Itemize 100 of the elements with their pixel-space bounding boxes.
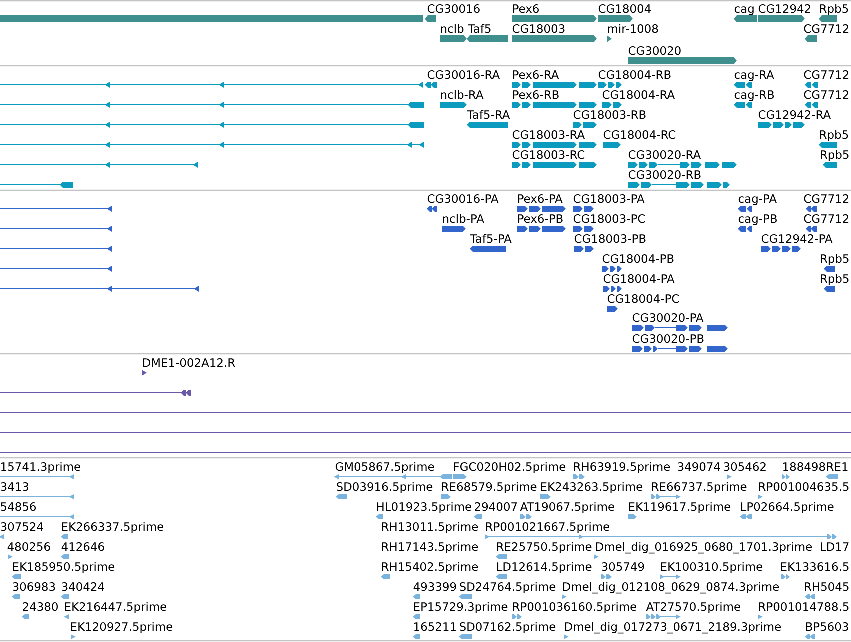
est-label: EK119617.5prime [629,502,731,514]
est-label: EK100310.5prime [661,562,763,574]
est-label: RP001004635.5 [759,482,849,492]
est-label: 305462 [724,462,766,472]
protein-label: nclb-PA [443,214,484,224]
gene-label: CG30016 [428,4,480,14]
est-label: AT19067.5prime [520,502,614,514]
transcript-label: CG7712 [804,70,849,80]
protein-label: CG30020-PA [632,313,704,322]
gene-label: Rpb5 [820,4,848,16]
transcript-label: CG18003-RC [512,150,585,160]
transcript-label: CG30020-RB [628,170,701,180]
transcript-label: CG12942-RA [758,110,831,120]
gene-label: Taf5 [468,24,491,34]
est-label: 24380 [23,602,58,612]
est-label: EK133616.5 [781,562,849,572]
est-label: 349074 [678,462,720,472]
est-label: RE66737.5prime [652,482,747,494]
protein-label: CG30016-PA [428,194,499,204]
transcript-label: CG7712 [804,90,849,100]
gene-label: Pex6 [513,4,539,14]
transcript-label: CG30016-RA [428,70,500,80]
est-label: SD24764.5prime [460,582,556,594]
transcript-label: cag-RA [734,70,774,82]
est-label: 480256 [8,542,50,552]
probe-label: DME1-002A12.R [143,358,236,368]
est-label: SD03916.5prime [337,482,433,494]
transcript-label: CG18003-RB [574,110,646,120]
protein-label: Pex6-PA [518,194,563,204]
est-label: GM05867.5prime [336,462,434,474]
est-label: EK216447.5prime [65,602,167,614]
protein-label: CG7712 [804,214,849,224]
gene-label: CG12942 [758,4,810,14]
est-label: RH15402.5prime [382,562,478,574]
protein-label: CG30020-PB [632,334,704,344]
est-label: 294007 [475,502,518,512]
gene-label: nclb [441,24,464,34]
transcript-label: CG18004-RA [602,90,675,100]
est-label: 493399 [414,582,456,592]
protein-label: CG18003-PB [574,234,646,244]
est-label: RE1 [827,462,848,471]
transcript-label: CG18004-RC [604,130,676,140]
protein-label: cag-PB [738,214,777,226]
est-label: HL01923.5prime [377,502,472,514]
est-label: RH5045 [805,582,849,592]
est-label: 3413 [1,482,29,492]
est-label: Dmel_dig_016925_0680_1701.3prime [596,542,812,554]
est-label: BP5603 [806,622,848,632]
transcript-label: Rpb5 [820,130,848,142]
protein-label: Pex6-PB [518,214,563,224]
est-label: LP02664.5prime [741,502,834,514]
est-label: 305749 [602,562,644,572]
est-label: RE25750.5prime [497,542,592,554]
est-label: AT27570.5prime [646,602,740,614]
transcript-label: Rpb5 [821,150,849,162]
est-label: 54856 [1,502,36,512]
gene-label: mir-1008 [608,24,658,34]
protein-label: cag-PA [738,194,777,206]
est-label: EK120927.5prime [71,622,173,634]
est-label: RP001021667.5prime [486,522,610,534]
protein-label: CG18004-PA [604,274,675,284]
transcript-label: Taf5-RA [467,110,510,120]
est-label: LD17 [821,542,849,551]
est-label: 188498 [784,462,826,472]
protein-label: CG18004-PB [602,254,674,264]
protein-label: CG7712 [804,194,849,204]
transcript-label: cag-RB [734,90,774,102]
est-label: RE68579.5prime [442,482,537,494]
transcript-label: Pex6-RA [513,70,560,80]
est-label: Dmel_dig_017273_0671_2189.3prime [565,622,782,634]
transcript-label: Pex6-RB [513,90,559,100]
gene-label: CG7712 [804,24,849,34]
gene-label: CG18003 [512,24,565,34]
est-label: SD07162.5prime [460,622,556,634]
protein-label: CG18003-PC [574,214,646,224]
est-label: 306983 [13,582,56,592]
est-label: 412646 [62,542,104,552]
transcript-label: nclb-RA [441,90,484,100]
est-label: LD12614.5prime [497,562,592,574]
gene-label: CG18004 [598,4,651,14]
est-label: 340424 [62,582,104,592]
protein-label: CG18003-PA [574,194,645,204]
est-label: RH13011.5prime [382,522,478,534]
est-label: RH63919.5prime [574,462,670,474]
protein-label: CG18004-PC [608,294,680,304]
transcript-label: CG30020-RA [628,150,701,160]
est-label: 307524 [1,522,44,532]
est-label: EP15729.3prime [414,602,508,614]
est-label: EK266337.5prime [62,522,164,534]
est-label: 165211 [414,622,456,632]
protein-label: Rpb5 [821,254,849,266]
transcript-label: CG18004-RB [598,70,671,80]
protein-label: Rpb5 [821,274,849,286]
est-label: EK185950.5prime [13,562,115,574]
est-label: RH17143.5prime [382,542,478,554]
gene-label: CG30020 [628,46,681,56]
est-label: Dmel_dig_012108_0629_0874.3prime [563,582,780,594]
protein-label: Taf5-PA [470,234,512,244]
est-label: FGC020H02.5prime [454,462,566,474]
est-label: RP001014788.5 [759,602,849,612]
